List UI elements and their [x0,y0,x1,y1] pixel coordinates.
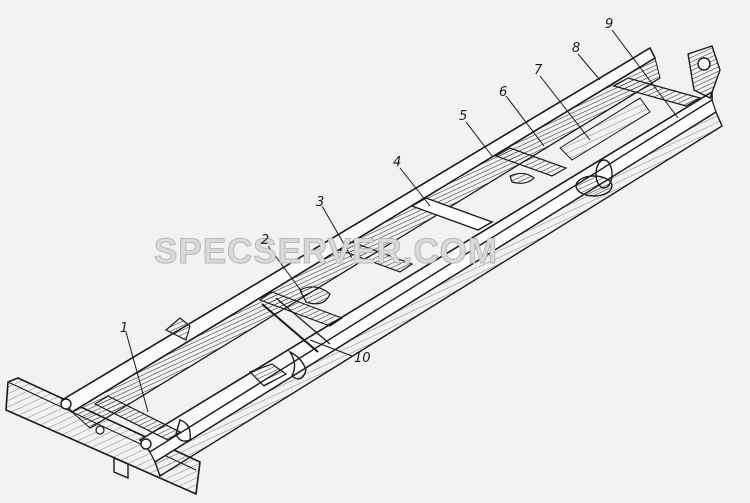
callout-labels: 1 2 3 4 5 6 7 8 9 10 [120,17,613,366]
spring-brackets [60,159,613,450]
callout-10: 10 [354,351,371,366]
right-side-rail [138,90,723,478]
watermark-text: SPECSERVER.COM [154,232,498,271]
callout-2: 2 [261,233,269,248]
leader-lines [125,29,679,413]
rear-end-bracket [687,45,721,99]
callout-9: 9 [605,17,613,32]
callout-3: 3 [316,195,324,210]
cross-members [93,77,702,441]
callout-4: 4 [393,155,401,170]
callout-8: 8 [572,41,580,56]
callout-6: 6 [499,85,507,100]
x-brace [261,297,331,353]
callout-5: 5 [459,109,467,124]
callout-7: 7 [534,63,543,78]
callout-1: 1 [120,321,128,336]
